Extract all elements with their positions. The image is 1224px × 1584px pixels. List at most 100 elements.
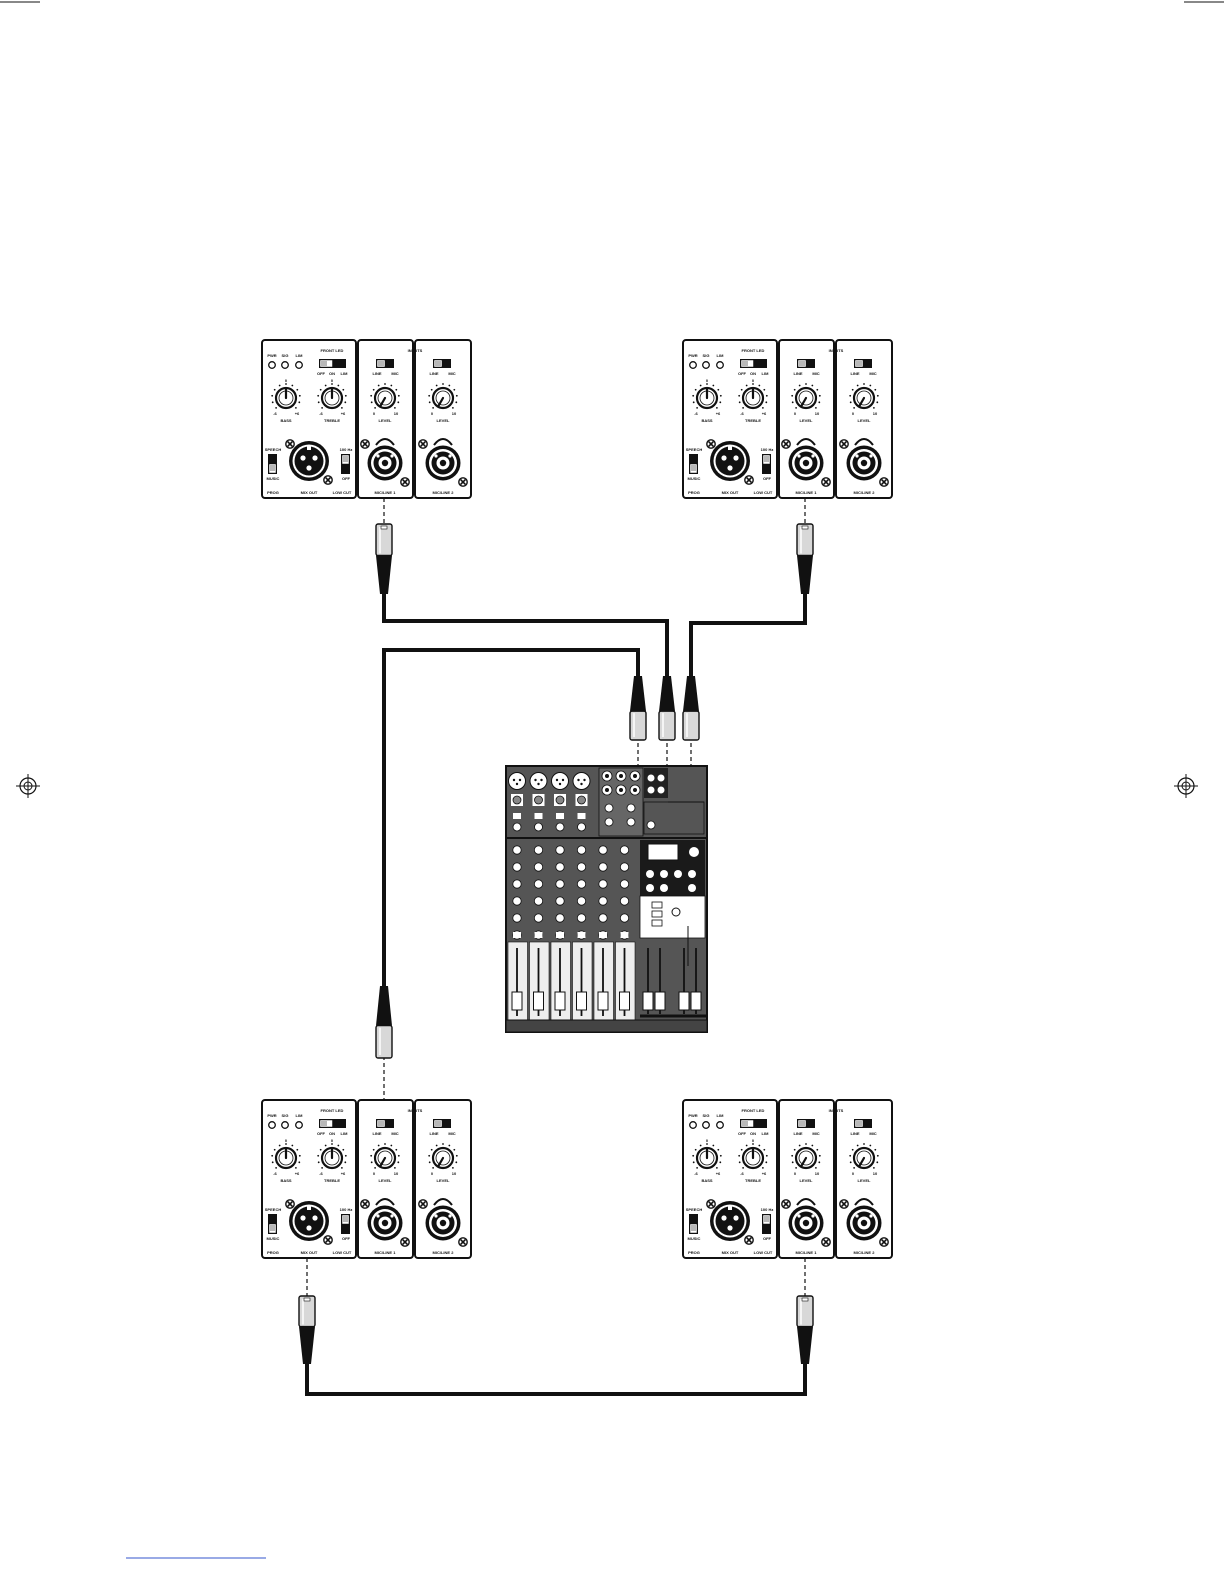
mixer-channel-knob[interactable]	[619, 879, 630, 889]
low-cut-switch[interactable]	[762, 454, 771, 474]
xlr-plug-top-left[interactable]	[375, 523, 393, 594]
mixer-channel-knob[interactable]	[533, 862, 544, 872]
mixer-channel-knob[interactable]	[533, 896, 544, 906]
xlr-plug-bottom-right[interactable]	[796, 1295, 814, 1364]
mixer-master-knob[interactable]	[674, 870, 682, 878]
mixer-master-fader[interactable]	[690, 991, 702, 1011]
mixer-channel-knob[interactable]	[555, 913, 565, 923]
mixer-stereo-gain-knob[interactable]	[604, 817, 614, 827]
mixer-phones-knob[interactable]	[671, 907, 681, 917]
mixer-channel-knob[interactable]	[555, 845, 565, 855]
mic-line-1-jack[interactable]	[367, 438, 403, 481]
mixer-channel-knob[interactable]	[598, 896, 608, 906]
mixer-fader[interactable]	[533, 991, 544, 1011]
input-2-line-mic-switch[interactable]	[433, 359, 451, 368]
mixer-master-fader[interactable]	[654, 991, 666, 1011]
input-1-level-knob[interactable]	[370, 383, 400, 410]
front-led-switch[interactable]	[740, 359, 767, 368]
mic-line-1-jack[interactable]	[367, 1198, 403, 1241]
front-led-switch[interactable]	[319, 359, 346, 368]
input-1-level-knob[interactable]	[791, 1143, 821, 1170]
xlr-plug-bottom-left-input[interactable]	[375, 986, 393, 1059]
bass-knob[interactable]	[271, 383, 301, 410]
mix-out-connector[interactable]	[710, 1201, 750, 1241]
mixer-master-fader[interactable]	[642, 991, 654, 1011]
input-2-line-mic-switch[interactable]	[433, 1119, 451, 1128]
mixer-channel-knob[interactable]	[512, 879, 522, 889]
mixer-gain-knob[interactable]	[577, 822, 586, 832]
mixer-channel-knob[interactable]	[512, 913, 522, 923]
mixer-channel-knob[interactable]	[576, 862, 587, 872]
mixer-mute-button[interactable]	[577, 932, 586, 938]
mic-line-1-jack[interactable]	[788, 438, 824, 481]
speech-music-switch[interactable]	[268, 1214, 277, 1234]
mixer-gain-knob[interactable]	[555, 822, 565, 832]
mixer-rca-jack[interactable]	[657, 786, 665, 794]
input-2-line-mic-switch[interactable]	[854, 1119, 872, 1128]
mic-line-2-jack[interactable]	[846, 438, 882, 481]
mixer-channel-knob[interactable]	[555, 896, 565, 906]
low-cut-switch[interactable]	[762, 1214, 771, 1234]
input-1-level-knob[interactable]	[791, 383, 821, 410]
low-cut-switch[interactable]	[341, 1214, 350, 1234]
front-led-switch[interactable]	[740, 1119, 767, 1128]
mixer-mic-input[interactable]	[572, 772, 591, 790]
mixer-rca-jack[interactable]	[647, 786, 655, 794]
mic-line-1-jack[interactable]	[788, 1198, 824, 1241]
mixer-channel-knob[interactable]	[512, 845, 522, 855]
mixer-master-fader[interactable]	[678, 991, 690, 1011]
mixer-master-knob[interactable]	[660, 870, 668, 878]
mixer-channel-knob[interactable]	[619, 845, 630, 855]
mixer-channel-knob[interactable]	[512, 862, 522, 872]
mixer-routing-button[interactable]	[651, 910, 663, 918]
mix-out-connector[interactable]	[710, 441, 750, 481]
front-led-switch[interactable]	[319, 1119, 346, 1128]
mixer-channel-knob[interactable]	[533, 913, 544, 923]
mixer-fader[interactable]	[619, 991, 630, 1011]
bass-knob[interactable]	[271, 1143, 301, 1170]
mixer-fader[interactable]	[511, 991, 523, 1011]
mixer-master-knob[interactable]	[688, 884, 696, 892]
mixer-channel-knob[interactable]	[576, 913, 587, 923]
mixer-channel-knob[interactable]	[598, 879, 608, 889]
mixer-channel-knob[interactable]	[512, 896, 522, 906]
mixer-stereo-jack[interactable]	[604, 803, 614, 813]
input-1-level-knob[interactable]	[370, 1143, 400, 1170]
mixer-mute-button[interactable]	[599, 932, 607, 938]
xlr-plug-bottom-left-out[interactable]	[298, 1295, 316, 1364]
xlr-plug-top-right[interactable]	[796, 523, 814, 594]
mixer-rca-jack[interactable]	[647, 774, 655, 782]
mic-line-2-jack[interactable]	[846, 1198, 882, 1241]
mixer-channel-knob[interactable]	[576, 879, 587, 889]
mixer-channel-knob[interactable]	[533, 845, 544, 855]
mixer-phones-jack[interactable]	[646, 820, 656, 830]
mixer-fader[interactable]	[554, 991, 566, 1011]
mixer-channel-knob[interactable]	[598, 913, 608, 923]
input-2-line-mic-switch[interactable]	[854, 359, 872, 368]
input-1-line-mic-switch[interactable]	[797, 1119, 815, 1128]
mixer-master-knob[interactable]	[646, 870, 654, 878]
xlr-plug-mixer-1[interactable]	[629, 676, 647, 741]
mixer-rca-jack[interactable]	[657, 774, 665, 782]
mixer-master-knob[interactable]	[660, 884, 668, 892]
mixer-mic-input[interactable]	[508, 772, 526, 790]
mix-out-connector[interactable]	[289, 441, 329, 481]
mixer-channel-knob[interactable]	[619, 896, 630, 906]
input-1-line-mic-switch[interactable]	[376, 1119, 394, 1128]
mixer-channel-knob[interactable]	[555, 879, 565, 889]
mixer-routing-button[interactable]	[651, 901, 663, 909]
mixer-fader[interactable]	[597, 991, 609, 1011]
input-2-level-knob[interactable]	[849, 383, 879, 410]
treble-knob[interactable]	[738, 383, 768, 410]
speech-music-switch[interactable]	[689, 454, 698, 474]
mixer-fx-knob[interactable]	[689, 847, 699, 857]
mixer-channel-knob[interactable]	[555, 862, 565, 872]
input-1-line-mic-switch[interactable]	[376, 359, 394, 368]
xlr-plug-mixer-2[interactable]	[658, 676, 676, 741]
mixer-mute-button[interactable]	[556, 932, 564, 938]
mixer-channel-knob[interactable]	[619, 862, 630, 872]
mix-out-connector[interactable]	[289, 1201, 329, 1241]
input-2-level-knob[interactable]	[428, 383, 458, 410]
mixer-mic-input[interactable]	[529, 772, 548, 790]
input-1-line-mic-switch[interactable]	[797, 359, 815, 368]
